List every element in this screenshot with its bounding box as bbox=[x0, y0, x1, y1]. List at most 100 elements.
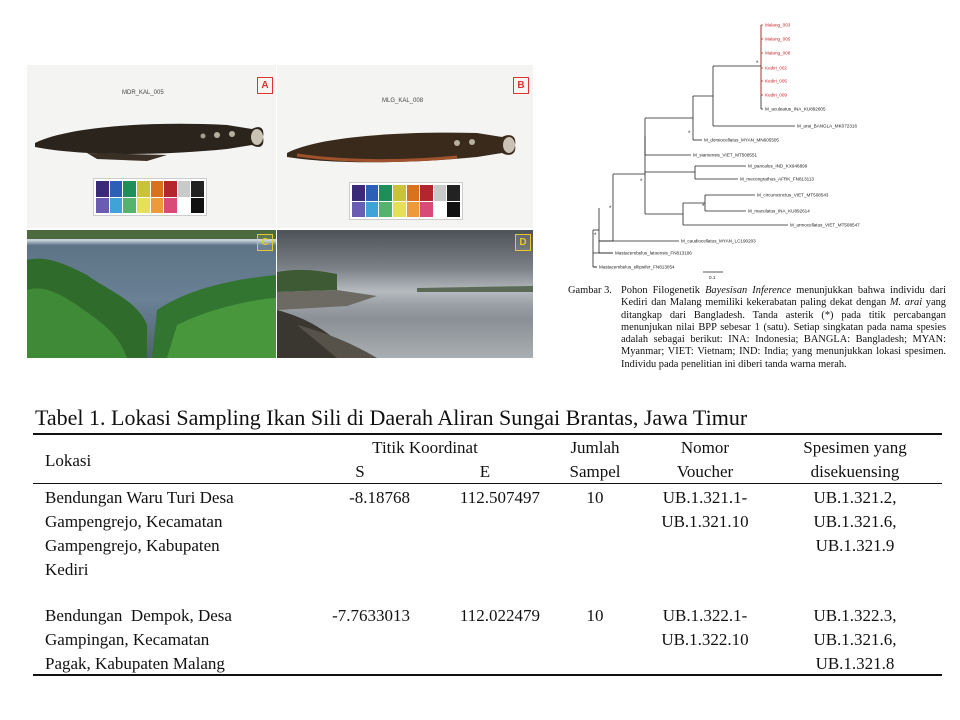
bpp-asterisk: * bbox=[756, 61, 759, 67]
color-swatch bbox=[365, 185, 379, 201]
color-swatch bbox=[365, 201, 379, 217]
panel-label-c: C bbox=[257, 234, 273, 251]
fish-specimen-a bbox=[35, 123, 264, 161]
tree-tip-label: Malang_003 bbox=[765, 23, 791, 28]
color-swatch bbox=[447, 201, 460, 217]
header-s: S bbox=[355, 462, 365, 481]
row2-spesimen-line1: UB.1.322.3, bbox=[813, 606, 897, 625]
row2-spesimen-line2: UB.1.321.6, bbox=[813, 630, 897, 649]
color-swatch bbox=[150, 181, 164, 197]
bpp-asterisk: * bbox=[609, 206, 612, 212]
row1-s: -8.18768 bbox=[349, 488, 410, 507]
fish-specimen-b bbox=[287, 132, 516, 163]
row2-voucher-line1: UB.1.322.1- bbox=[662, 606, 748, 625]
header-nomor: Nomor bbox=[680, 438, 730, 457]
color-swatch bbox=[136, 181, 150, 197]
tree-tip-label: M_armocellatus_VIET_MT508547 bbox=[790, 223, 860, 228]
header-jumlah: Jumlah bbox=[570, 438, 620, 457]
color-swatch bbox=[191, 197, 204, 213]
bpp-asterisk: * bbox=[702, 204, 705, 210]
color-swatch bbox=[123, 197, 136, 213]
row1-lokasi-line2: Gampengrejo, Kecamatan bbox=[45, 512, 223, 531]
tree-tip-label: Kediri_002 bbox=[765, 66, 787, 71]
color-swatch bbox=[420, 201, 433, 217]
panel-label-b: B bbox=[513, 77, 529, 94]
color-swatch bbox=[406, 201, 420, 217]
row2-lokasi-line2: Gampingan, Kecamatan bbox=[45, 630, 210, 649]
tree-tip-label: Malang_008 bbox=[765, 51, 791, 56]
water-hyacinth-scene bbox=[27, 230, 276, 358]
photo-panel-a: MDR_KAL_005 A bbox=[27, 65, 276, 228]
color-card-b bbox=[349, 182, 463, 220]
color-swatch bbox=[420, 185, 433, 201]
phylogenetic-tree: Malang_003Malang_005Malang_008Kediri_002… bbox=[592, 23, 860, 280]
color-swatch bbox=[96, 181, 109, 197]
bpp-asterisk: * bbox=[640, 179, 643, 185]
tree-tip-label: M_caudiocellatus_MYAN_LC190203 bbox=[681, 239, 756, 244]
color-swatch bbox=[406, 185, 420, 201]
row1-lokasi-line4: Kediri bbox=[45, 560, 89, 579]
panel-label-d: D bbox=[515, 234, 531, 251]
row2-jumlah: 10 bbox=[586, 606, 604, 625]
table-title: Tabel 1. Lokasi Sampling Ikan Sili di Da… bbox=[35, 405, 748, 430]
header-titik-koordinat: Titik Koordinat bbox=[372, 438, 478, 457]
tree-tip-label: M_arai_BANGLA_MK072316 bbox=[797, 124, 857, 129]
color-swatch bbox=[164, 181, 177, 197]
tree-tip-label: M_aculeatus_INA_KU892605 bbox=[765, 107, 826, 112]
color-swatch bbox=[392, 201, 406, 217]
row2-lokasi-line3: Pagak, Kabupaten Malang bbox=[45, 654, 225, 673]
color-swatch bbox=[164, 197, 177, 213]
bpp-asterisk: * bbox=[594, 233, 597, 239]
scale-bar-label: 0.1 bbox=[709, 275, 716, 280]
panel-label-a: A bbox=[257, 77, 273, 94]
row2-s: -7.7633013 bbox=[332, 606, 410, 625]
color-swatch bbox=[379, 201, 392, 217]
table-top-rule bbox=[33, 433, 942, 435]
tree-tip-label: M_dorsiocellatus_MYAN_MN605505 bbox=[704, 138, 779, 143]
table-bottom-rule bbox=[33, 674, 942, 676]
color-swatch bbox=[379, 185, 392, 201]
specimen-tag-b: MLG_KAL_008 bbox=[382, 98, 424, 104]
row1-spesimen-line2: UB.1.321.6, bbox=[813, 512, 897, 531]
table-header-rule bbox=[33, 483, 942, 484]
reservoir-scene bbox=[277, 269, 533, 358]
color-swatch bbox=[191, 181, 204, 197]
tree-tip-label: Malang_005 bbox=[765, 37, 791, 42]
color-swatch bbox=[177, 181, 191, 197]
color-swatch bbox=[123, 181, 136, 197]
color-swatch bbox=[433, 201, 447, 217]
row1-lokasi-line3: Gampengrejo, Kabupaten bbox=[45, 536, 220, 555]
caption-body: Pohon Filogenetik Bayesisan Inference me… bbox=[621, 285, 946, 370]
row1-spesimen-line1: UB.1.321.2, bbox=[813, 488, 897, 507]
header-lokasi: Lokasi bbox=[45, 451, 92, 470]
color-swatch bbox=[352, 201, 365, 217]
row1-jumlah: 10 bbox=[586, 488, 604, 507]
row2-spesimen-line3: UB.1.321.8 bbox=[815, 654, 895, 673]
row1-lokasi-line1: Bendungan Waru Turi Desa bbox=[45, 488, 234, 507]
color-swatch bbox=[96, 197, 109, 213]
figure-caption: Gambar 3. Pohon Filogenetik Bayesisan In… bbox=[568, 285, 946, 371]
color-swatch bbox=[447, 185, 460, 201]
header-voucher: Voucher bbox=[676, 462, 734, 481]
row1-e: 112.507497 bbox=[459, 488, 540, 507]
tree-tip-label: M_mecongrathus_AFRK_FN813113 bbox=[740, 177, 814, 182]
tree-tip-label: Mastacembelus_ellipsifer_FN813054 bbox=[599, 265, 675, 270]
color-swatch bbox=[352, 185, 365, 201]
tree-tip-label: M_siamensis_VIET_MT508551 bbox=[693, 153, 758, 158]
color-swatch bbox=[433, 185, 447, 201]
photo-panel-d: D bbox=[277, 230, 533, 358]
tree-tip-label: M_circumcinctus_VIET_MT508543 bbox=[757, 193, 829, 198]
header-disekuensing: disekuensing bbox=[810, 462, 900, 481]
color-swatch bbox=[392, 185, 406, 201]
header-e: E bbox=[479, 462, 491, 481]
tree-tip-label: Kediri_005 bbox=[765, 79, 787, 84]
row1-voucher-line2: UB.1.321.10 bbox=[661, 512, 749, 531]
row1-voucher-line1: UB.1.321.1- bbox=[662, 488, 748, 507]
row2-lokasi-line1: Bendungan Dempok, Desa bbox=[45, 606, 232, 625]
photo-panel-c: C bbox=[27, 230, 276, 358]
header-spesimen: Spesimen yang bbox=[803, 438, 907, 457]
color-swatch bbox=[109, 197, 123, 213]
color-card-a bbox=[93, 178, 207, 216]
specimen-tag-a: MDR_KAL_005 bbox=[122, 90, 164, 96]
color-swatch bbox=[177, 197, 191, 213]
